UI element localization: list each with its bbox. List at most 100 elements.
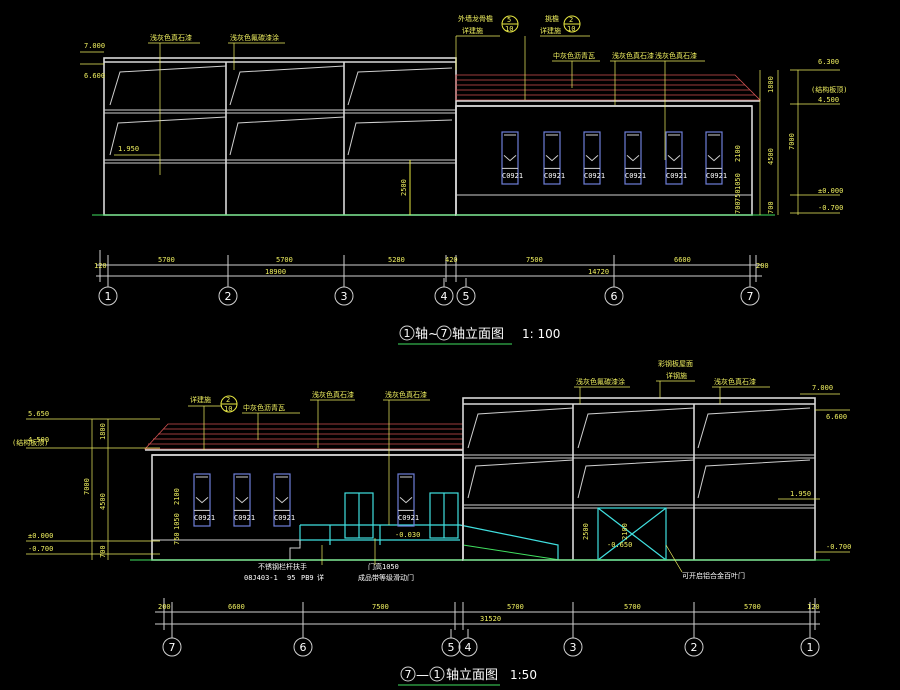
tdim-3: 5280: [388, 256, 405, 264]
bottom-axis-label: 4: [465, 641, 472, 654]
top-title-suffix: 轴立面图: [452, 327, 504, 342]
vdim-top-4500: 4500: [767, 148, 775, 165]
note-bot-1: 2: [226, 396, 230, 404]
vdim-bot-4500: 4500: [99, 493, 107, 510]
callout-2: 不锈钢栏杆扶手: [258, 562, 307, 571]
top-axis-label: 1: [105, 290, 112, 303]
callout-9: 可开启铝合金百叶门: [682, 571, 745, 580]
callout-8: 成品带等级滑动门: [358, 573, 414, 582]
top-masonry-building: [455, 74, 775, 216]
bottom-axis-1: 1: [800, 629, 820, 657]
tdim-0: 120: [94, 262, 107, 270]
top-title-axis-b: 7: [441, 327, 448, 340]
top-window-label: C0921: [544, 172, 565, 180]
note-top-6: 挑檐: [545, 14, 559, 23]
note-top-4: 5: [507, 16, 511, 24]
bottom-axis-6: 6: [293, 629, 313, 657]
elev-bot-6600: 6.600: [826, 413, 847, 421]
bottom-window: C0921: [397, 473, 419, 527]
bottom-window-label: C0921: [194, 514, 215, 522]
bottom-axis-7: 7: [162, 629, 182, 657]
bottom-axis-4: 4: [458, 629, 478, 657]
elev-top-0000: ±0.000: [818, 187, 843, 195]
note-top-2: 外墙龙骨檐: [458, 14, 493, 23]
bdim-1: 6600: [228, 603, 245, 611]
top-window: C0921: [624, 131, 646, 185]
tdim-1: 5700: [158, 256, 175, 264]
tdim-5: 7500: [526, 256, 543, 264]
bot-title-axis-a: 7: [405, 668, 412, 681]
tdim-4: 420: [445, 256, 458, 264]
bottom-window: C0921: [193, 473, 215, 527]
top-axis-label: 3: [341, 290, 348, 303]
vdim-top-2500: 2500: [400, 179, 408, 196]
callout-5: PB9: [301, 574, 314, 582]
vdim-bot-7000: 7000: [83, 478, 91, 495]
note-bot-9: 浅灰色真石漆: [714, 377, 756, 386]
note-top-9: 详建施: [540, 26, 561, 35]
elev-bot-4500: 4.500: [28, 436, 49, 444]
vdim-top-700a: 700: [734, 201, 742, 214]
bot-title-text: —: [416, 668, 429, 683]
top-axis-6: 6: [604, 278, 624, 306]
bottom-axis-label: 5: [448, 641, 455, 654]
vdim-bot-750: 750: [173, 532, 181, 545]
elev-top-6300: 6.300: [818, 58, 839, 66]
bdim-0: 200: [158, 603, 171, 611]
note-bot-8: 浅灰色氟碳漆涂: [576, 377, 625, 386]
vdim-bot-700: 700: [99, 545, 107, 558]
bottom-steel-frame: [462, 397, 830, 561]
elev-bot-0000: ±0.000: [28, 532, 53, 540]
top-axis-label: 6: [611, 290, 618, 303]
note-top-0: 浅灰色真石漆: [150, 33, 192, 42]
bottom-axis-label: 3: [570, 641, 577, 654]
top-axis-label: 7: [747, 290, 754, 303]
bottom-window: C0921: [233, 473, 255, 527]
bdim-4: 5700: [624, 603, 641, 611]
elev-top-6600: 6.600: [84, 72, 105, 80]
elev-bot-minus0700: -0.700: [28, 545, 53, 553]
bottom-dimension-line: [155, 598, 820, 630]
bottom-axis-3: 3: [563, 629, 583, 657]
vdim-bot-2100: 2100: [173, 488, 181, 505]
note-bot-5: 浅灰色真石漆: [385, 390, 427, 399]
bottom-axis-label: 1: [807, 641, 814, 654]
top-axis-label: 4: [441, 290, 448, 303]
bottom-window: C0921: [273, 473, 295, 527]
note-top-8: 10: [567, 25, 575, 33]
note-bot-2: 10: [224, 405, 232, 413]
vdim-top-750: 750: [734, 189, 742, 202]
top-window-label: C0921: [666, 172, 687, 180]
top-window-label: C0921: [625, 172, 646, 180]
elev-bot-7000: 7.000: [812, 384, 833, 392]
elev-bot-5650: 5.650: [28, 410, 49, 418]
note-bot-0: 详建施: [190, 395, 211, 404]
bottom-axis-5: 5: [441, 629, 461, 657]
callout-0: -0.030: [395, 531, 420, 539]
vdim-bot-2100b: 2100: [621, 523, 629, 540]
callout-7: 门高1050: [368, 562, 399, 571]
bottom-axis-2: 2: [684, 629, 704, 657]
note-top-5: 10: [505, 25, 513, 33]
top-window-label: C0921: [502, 172, 523, 180]
bottom-axis-label: 2: [691, 641, 698, 654]
note-bot-3: 中灰色沥青瓦: [243, 403, 285, 412]
bdim-3: 5700: [507, 603, 524, 611]
bdim-6: 120: [807, 603, 820, 611]
tdim-total-0: 18900: [265, 268, 286, 276]
callout-6: 详: [317, 573, 324, 582]
elev-top-minus0700: -0.700: [818, 204, 843, 212]
tdim-2: 5700: [276, 256, 293, 264]
vdim-bot-1050: 1050: [173, 513, 181, 530]
vdim-bot-1800: 1800: [99, 423, 107, 440]
tdim-6: 6600: [674, 256, 691, 264]
top-axis-label: 5: [463, 290, 470, 303]
note-bot-4: 浅灰色真石漆: [312, 390, 354, 399]
bot-title-suffix: 轴立面图: [446, 668, 498, 683]
vdim-top-7000: 7000: [788, 133, 796, 150]
top-axis-1: 1: [98, 278, 118, 306]
